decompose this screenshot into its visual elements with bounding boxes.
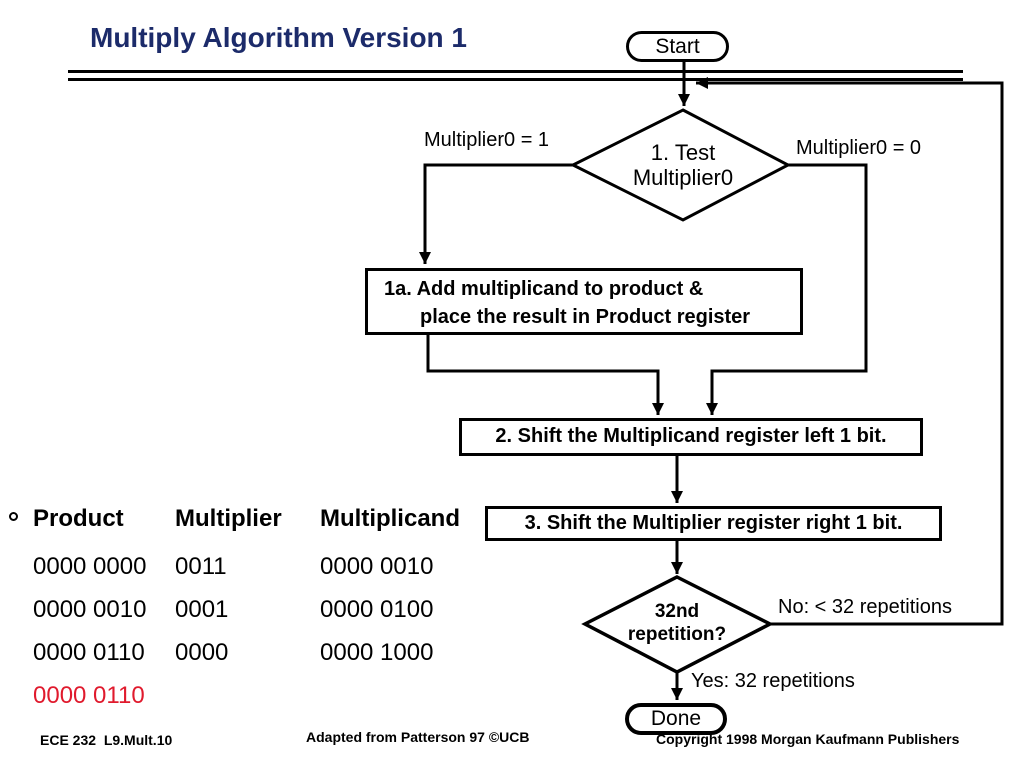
test-diamond-line2: Multiplier0 — [632, 165, 734, 190]
test-multiplier0-diamond — [569, 108, 792, 222]
connector-branch-multiplier0-0 — [706, 163, 868, 415]
branch-label-yes: Yes: 32 repetitions — [691, 670, 855, 692]
cell-product-result: 0000 0110 — [33, 682, 145, 709]
footer-course-label: ECE 232 L9.Mult.10 — [40, 732, 173, 748]
done-label: Done — [650, 707, 702, 730]
step-3-box: 3. Shift the Multiplier register right 1… — [485, 506, 942, 541]
cell-multiplicand: 0000 0100 — [320, 596, 434, 623]
repetition-diamond-line1: 32nd — [654, 601, 700, 622]
branch-label-no: No: < 32 repetitions — [778, 596, 952, 618]
step-1a-line1: 1a. Add multiplicand to product & — [384, 278, 704, 300]
page-title: Multiply Algorithm Version 1 — [90, 22, 468, 53]
done-terminal: Done — [625, 703, 727, 735]
connector-branch-multiplier0-1 — [419, 163, 573, 264]
column-header-multiplier: Multiplier — [175, 505, 282, 532]
cell-product: 0000 0000 — [33, 553, 147, 580]
branch-label-multiplier0-0: Multiplier0 = 0 — [796, 137, 922, 159]
cell-product: 0000 0110 — [33, 639, 145, 666]
test-diamond-label: 1. Test Multiplier0 — [573, 140, 793, 190]
cell-multiplier: 0011 — [175, 553, 227, 580]
connector-no-loop — [696, 77, 1004, 626]
cell-multiplicand: 0000 1000 — [320, 639, 434, 666]
step-2-box: 2. Shift the Multiplicand register left … — [459, 418, 923, 456]
repetition-diamond-line2: repetition? — [627, 624, 727, 645]
repetition-diamond-label: 32nd repetition? — [583, 600, 771, 646]
cell-product: 0000 0010 — [33, 596, 147, 623]
cell-multiplicand: 0000 0010 — [320, 553, 434, 580]
repetition-diamond — [581, 575, 774, 674]
cell-multiplier: 0000 — [175, 639, 229, 666]
column-header-multiplicand: Multiplicand — [320, 505, 460, 532]
test-diamond-line1: 1. Test — [650, 140, 716, 165]
connector-1a-to-shift-left — [426, 334, 664, 415]
title-divider — [68, 70, 963, 81]
footer-attribution: Adapted from Patterson 97 ©UCB — [306, 729, 530, 745]
start-label: Start — [655, 35, 700, 58]
footer-copyright: Copyright 1998 Morgan Kaufmann Publisher… — [656, 731, 960, 747]
column-header-product: Product — [33, 505, 124, 532]
step-1a-box: 1a. Add multiplicand to product & place … — [365, 268, 803, 335]
step-1a-line2: place the result in Product register — [420, 306, 751, 328]
start-terminal: Start — [626, 31, 729, 62]
branch-label-multiplier0-1: Multiplier0 = 1 — [424, 129, 550, 151]
cell-multiplier: 0001 — [175, 596, 229, 623]
bullet-icon — [9, 512, 18, 521]
